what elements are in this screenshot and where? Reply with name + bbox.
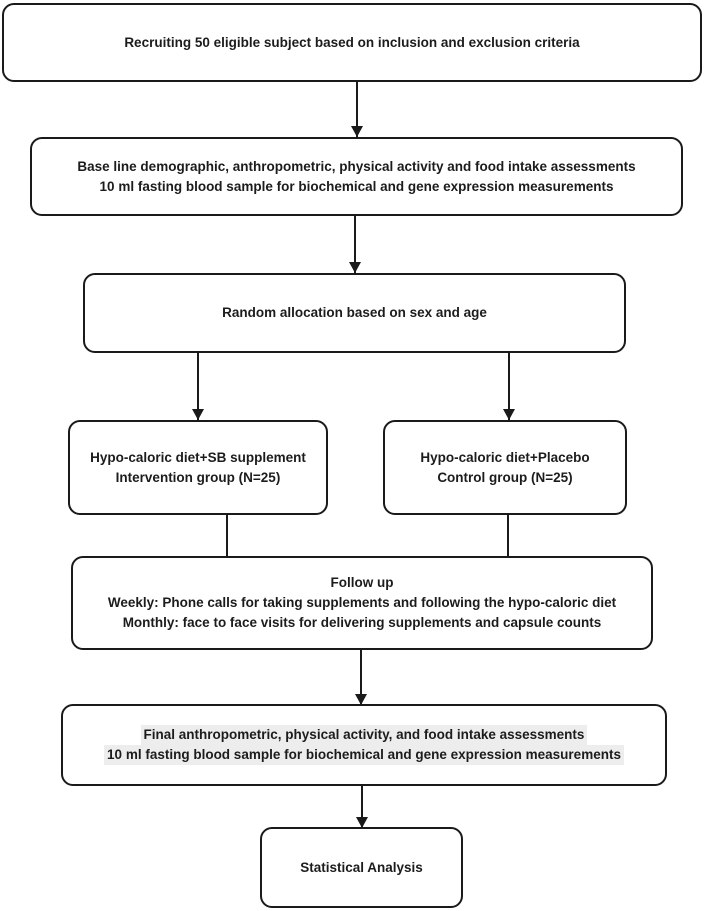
arrow-followup-to-final [360,650,362,705]
arrow-baseline-to-random [354,216,356,273]
node-text-line: 10 ml fasting blood sample for biochemic… [99,178,614,194]
node-text-line: Follow up [330,575,394,590]
arrow-recruit-to-baseline [356,82,358,137]
arrow-final-to-stats [361,786,363,828]
node-text-line: Hypo-caloric diet+SB supplement [90,449,306,465]
node-text-line: Statistical Analysis [300,859,423,875]
node-text-line: Base line demographic, anthropometric, p… [77,158,636,174]
node-follow-up: Follow up Weekly: Phone calls for taking… [71,556,653,650]
node-baseline-assessments: Base line demographic, anthropometric, p… [30,137,683,216]
node-text-line: Monthly: face to face visits for deliver… [122,615,602,630]
node-recruiting: Recruiting 50 eligible subject based on … [2,3,702,82]
node-text-line: Intervention group (N=25) [115,469,281,485]
line-intervention-to-followup [226,514,228,557]
arrow-random-to-intervention [197,352,199,420]
arrow-random-to-control [508,352,510,420]
node-text-line: Hypo-caloric diet+Placebo [420,449,590,465]
node-statistical-analysis: Statistical Analysis [260,827,463,908]
node-text-line: Weekly: Phone calls for taking supplemen… [107,595,617,610]
node-text-line: Control group (N=25) [437,469,573,485]
node-intervention-group: Hypo-caloric diet+SB supplement Interven… [68,420,328,515]
node-random-allocation: Random allocation based on sex and age [83,273,626,353]
node-text-line: Final anthropometric, physical activity,… [140,725,588,745]
node-final-assessments: Final anthropometric, physical activity,… [61,704,667,786]
node-text-line: Random allocation based on sex and age [222,305,487,320]
node-control-group: Hypo-caloric diet+Placebo Control group … [383,420,627,515]
node-text-line: 10 ml fasting blood sample for biochemic… [104,745,624,765]
node-text-line: Recruiting 50 eligible subject based on … [124,34,580,50]
line-control-to-followup [507,514,509,557]
